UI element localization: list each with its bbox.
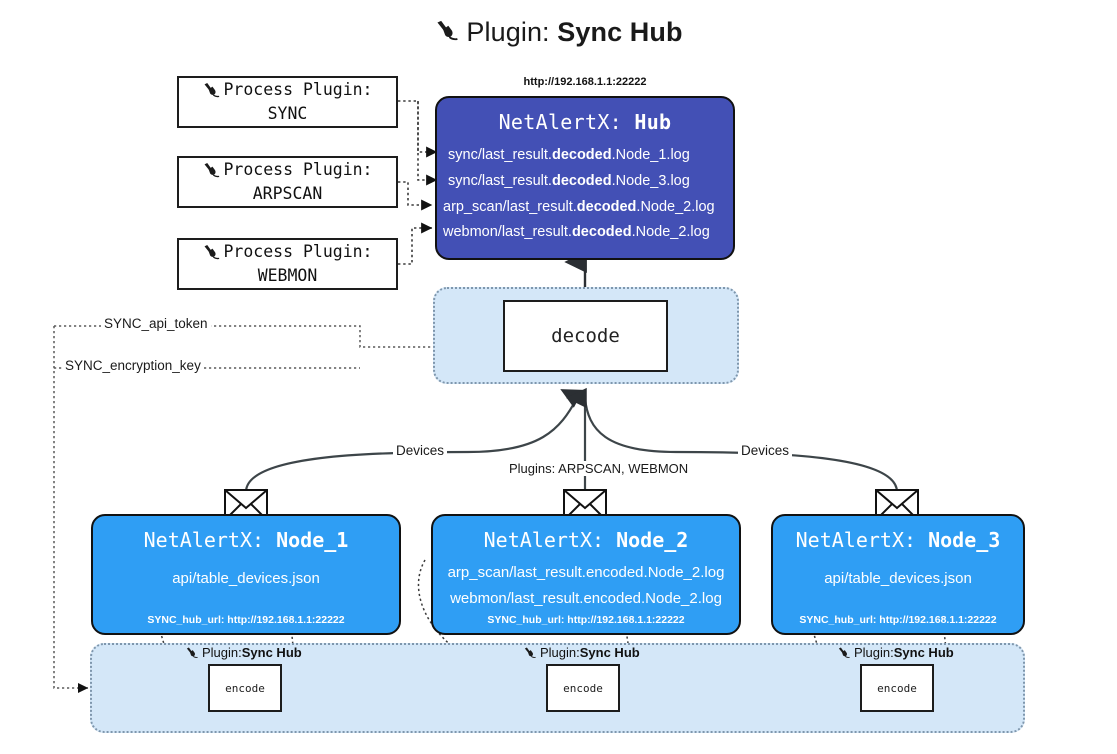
encode-caption-2: Plugin: Sync Hub <box>523 645 640 660</box>
connector-devices <box>244 387 899 493</box>
node-line: api/table_devices.json <box>824 570 972 587</box>
plug-icon <box>185 646 199 660</box>
hub-log-post: .Node_3.log <box>611 172 690 189</box>
encode-caption-name: Sync Hub <box>241 645 302 660</box>
sync-encryption-key-label: SYNC_encryption_key <box>62 358 204 373</box>
plug-icon <box>523 646 537 660</box>
process-plugin-label: Process Plugin: <box>223 80 373 100</box>
hub-title-name: Hub <box>634 110 672 134</box>
hub-log-line: arp_scan/last_result.decoded.Node_2.log <box>437 195 733 221</box>
plug-icon <box>202 81 221 100</box>
node-line: api/table_devices.json <box>172 570 320 587</box>
hub-log-strong: decoded <box>576 198 637 215</box>
node-title-prefix: NetAlertX: <box>143 528 277 552</box>
node-title-name: Node_1 <box>276 528 349 552</box>
plug-icon <box>202 161 221 180</box>
hub-log-pre: arp_scan/last_result. <box>443 198 577 215</box>
connector-webmon-plugin <box>398 222 433 265</box>
sync-api-token-label: SYNC_api_token <box>101 316 211 331</box>
connector-arpscan-plugin <box>398 181 433 211</box>
encode-caption-1: Plugin: Sync Hub <box>185 645 302 660</box>
node-line: webmon/last_result.encoded.Node_2.log <box>450 590 722 608</box>
hub-log-post: .Node_1.log <box>611 147 690 163</box>
hub-log-line: sync/last_result.decoded.Node_3.log <box>437 169 733 195</box>
process-plugin-label: Process Plugin: <box>223 160 373 180</box>
encode-box-1[interactable]: encode <box>208 664 282 712</box>
process-plugin-box-sync[interactable]: Process Plugin: SYNC <box>177 76 398 128</box>
encode-caption-name: Sync Hub <box>893 645 954 660</box>
node-box-node-2[interactable]: NetAlertX: Node_2 arp_scan/last_result.e… <box>431 514 741 635</box>
hub-title: NetAlertX: Hub <box>437 110 733 134</box>
process-plugin-box-webmon[interactable]: Process Plugin: WEBMON <box>177 238 398 290</box>
hub-log-strong: decoded <box>551 172 612 189</box>
node-title: NetAlertX: Node_3 <box>773 528 1023 552</box>
hub-box[interactable]: NetAlertX: Hub sync/last_result.decoded.… <box>435 96 735 260</box>
plugins-label-center: Plugins: ARPSCAN, WEBMON <box>506 461 692 476</box>
node-footer: SYNC_hub_url: http://192.168.1.1:22222 <box>799 614 997 626</box>
hub-title-prefix: NetAlertX: <box>498 110 635 134</box>
devices-label-left: Devices <box>393 443 448 458</box>
process-plugin-name: WEBMON <box>257 266 318 285</box>
process-plugin-name: SYNC <box>267 104 308 123</box>
hub-log-pre: sync/last_result. <box>448 147 552 163</box>
connector-sync-plugin <box>398 100 438 186</box>
encode-caption-3: Plugin: Sync Hub <box>837 645 954 660</box>
encode-box-3[interactable]: encode <box>860 664 934 712</box>
encode-box-2[interactable]: encode <box>546 664 620 712</box>
process-plugin-box-arpscan[interactable]: Process Plugin: ARPSCAN <box>177 156 398 208</box>
page-title: Plugin: Sync Hub <box>0 16 1117 51</box>
node-footer: SYNC_hub_url: http://192.168.1.1:22222 <box>147 614 345 626</box>
page-title-name: Sync Hub <box>557 17 683 47</box>
hub-log-line: webmon/last_result.decoded.Node_2.log <box>437 220 733 246</box>
node-title-prefix: NetAlertX: <box>483 528 617 552</box>
encode-caption-prefix: Plugin: <box>202 645 242 660</box>
node-box-node-1[interactable]: NetAlertX: Node_1 api/table_devices.json… <box>91 514 401 635</box>
node-footer: SYNC_hub_url: http://192.168.1.1:22222 <box>487 614 685 626</box>
node-title-name: Node_2 <box>616 528 689 552</box>
encode-caption-prefix: Plugin: <box>854 645 894 660</box>
hub-url-label: http://192.168.1.1:22222 <box>523 76 647 88</box>
process-plugin-label: Process Plugin: <box>223 242 373 262</box>
hub-log-strong: decoded <box>551 147 612 163</box>
decode-box[interactable]: decode <box>503 300 668 372</box>
encode-caption-name: Sync Hub <box>579 645 640 660</box>
plug-icon <box>837 646 851 660</box>
node-title-prefix: NetAlertX: <box>795 528 929 552</box>
devices-label-right: Devices <box>738 443 793 458</box>
connector-node-stems <box>244 492 899 514</box>
node-title: NetAlertX: Node_1 <box>93 528 399 552</box>
hub-log-pre: sync/last_result. <box>448 172 552 189</box>
node-line: arp_scan/last_result.encoded.Node_2.log <box>447 564 725 581</box>
node-title-name: Node_3 <box>928 528 1001 552</box>
process-plugin-name: ARPSCAN <box>252 184 323 203</box>
node-box-node-3[interactable]: NetAlertX: Node_3 api/table_devices.json… <box>771 514 1025 635</box>
hub-log-pre: webmon/last_result. <box>443 224 572 241</box>
page-title-prefix: Plugin: <box>466 17 558 47</box>
hub-log-post: .Node_2.log <box>631 224 710 241</box>
plug-icon <box>202 243 221 262</box>
node-title: NetAlertX: Node_2 <box>433 528 739 552</box>
hub-log-strong: decoded <box>571 224 632 241</box>
hub-log-line: sync/last_result.decoded.Node_1.log <box>437 143 733 169</box>
hub-log-post: .Node_2.log <box>636 198 715 215</box>
plug-icon <box>434 18 460 51</box>
encode-caption-prefix: Plugin: <box>540 645 580 660</box>
